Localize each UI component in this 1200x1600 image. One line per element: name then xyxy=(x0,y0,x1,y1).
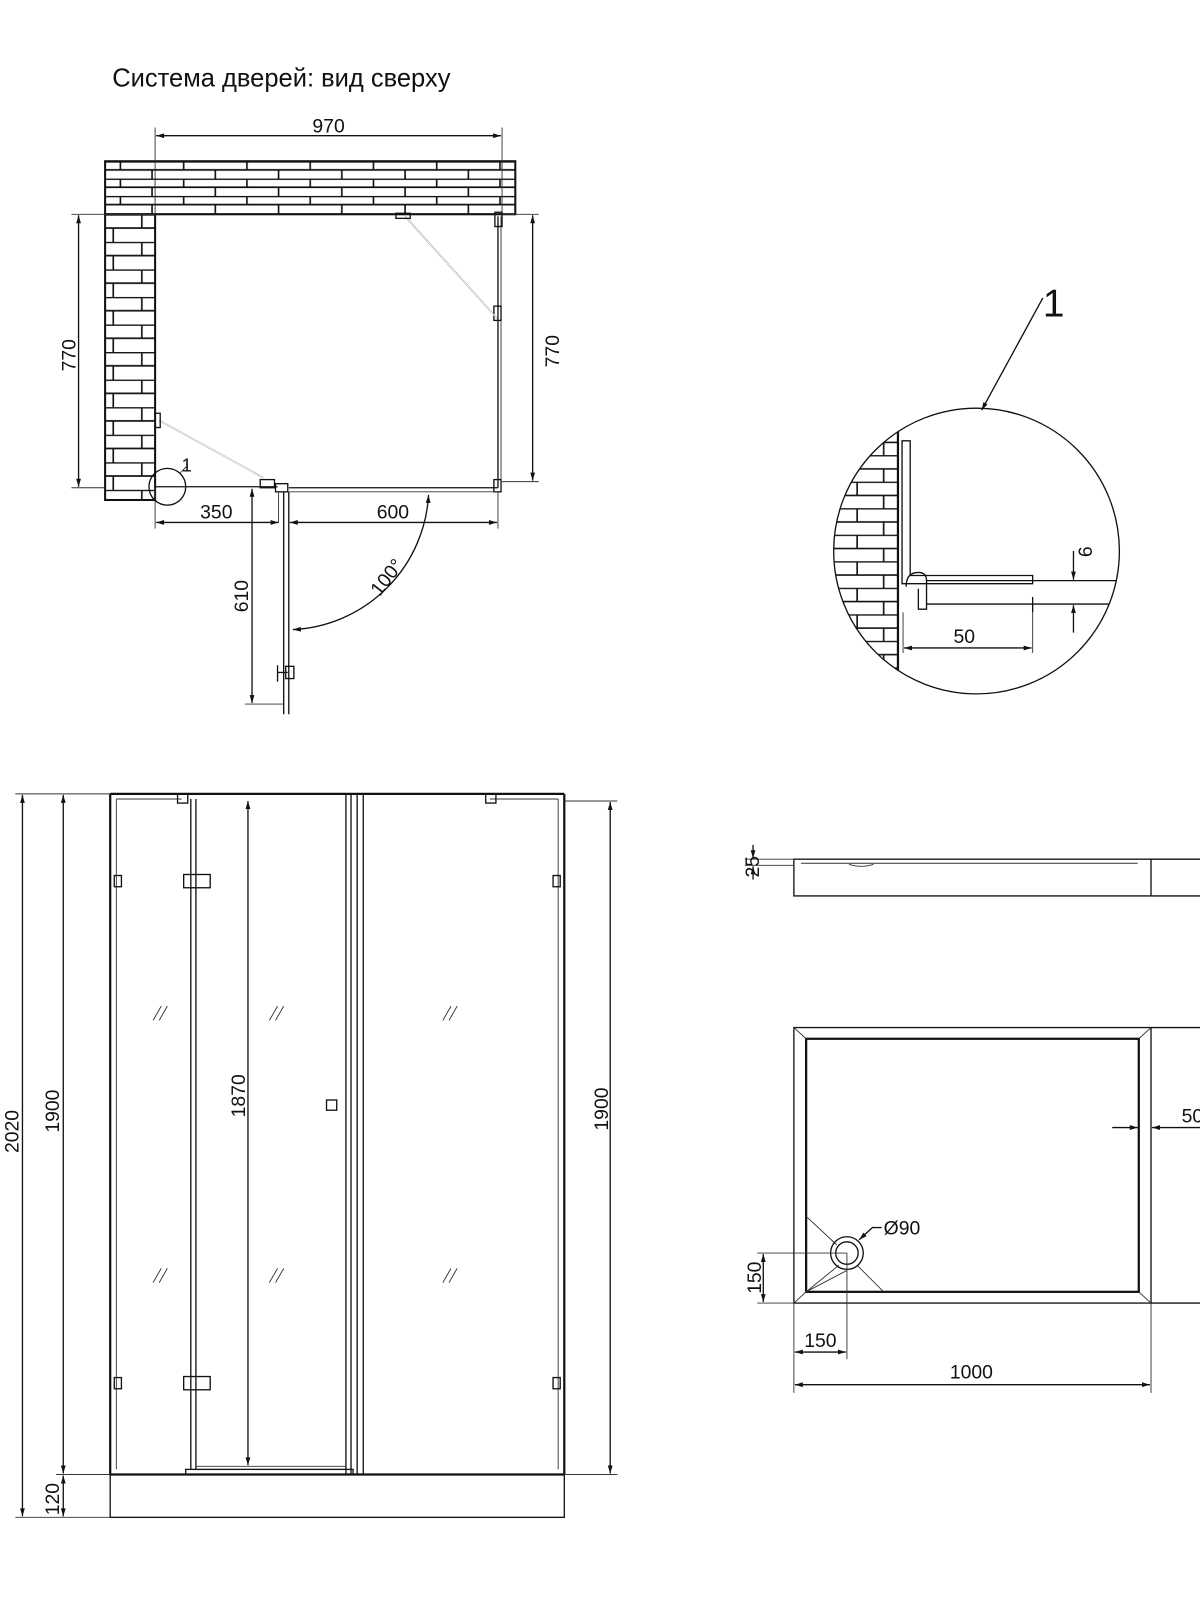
detail-label: 1 xyxy=(1043,282,1065,325)
top-view: Система дверей: вид сверху 970 xyxy=(59,65,564,715)
tray-border-label: 50 xyxy=(1182,1105,1200,1127)
dim-width: 970 xyxy=(154,116,503,215)
door-hinge xyxy=(183,1375,211,1391)
door-hinge xyxy=(183,873,211,889)
dim-total-height-label: 2020 xyxy=(1,1110,23,1153)
detail-callout-circle[interactable] xyxy=(148,467,187,506)
detail-gap-label: 6 xyxy=(1075,546,1097,557)
glass-hatch-marks xyxy=(152,1005,458,1283)
dim-door-height-label: 1870 xyxy=(228,1074,250,1117)
back-wall xyxy=(104,160,517,216)
tray-top-view: Ø90 50 150 150 1000 xyxy=(744,1026,1200,1393)
dim-glass-height-left-label: 1900 xyxy=(42,1089,64,1132)
door-angle-label: 100° xyxy=(366,555,408,600)
door-open-position xyxy=(276,491,295,715)
tray-drain-x-label: 150 xyxy=(804,1330,837,1352)
tray-drain-diameter-label: Ø90 xyxy=(884,1218,921,1240)
dim-fixed-label: 350 xyxy=(200,501,233,523)
dim-left-depth-label: 770 xyxy=(59,339,81,372)
tray-rim-label: 25 xyxy=(742,856,764,878)
dim-door-label: 600 xyxy=(377,501,410,523)
tray-length-label: 1000 xyxy=(950,1362,993,1384)
tray-side-view: 25 xyxy=(742,844,1200,897)
top-view-title: Система дверей: вид сверху xyxy=(112,65,450,93)
detail-callout-label: 1 xyxy=(182,454,192,475)
dim-door-open-label: 610 xyxy=(231,580,253,613)
tray-drain-y-label: 150 xyxy=(744,1261,766,1294)
detail-view: 6 50 1 xyxy=(833,282,1121,695)
door-handle xyxy=(325,1099,338,1111)
dim-glass-height-right-label: 1900 xyxy=(591,1087,613,1130)
front-view: 2020 1900 120 1870 1900 xyxy=(1,792,618,1519)
side-wall xyxy=(104,213,157,502)
dim-base-label: 120 xyxy=(42,1483,64,1516)
shower-base xyxy=(109,1473,565,1519)
dim-right-depth-label: 770 xyxy=(542,335,564,368)
dim-width-label: 970 xyxy=(312,116,345,138)
detail-profile-label: 50 xyxy=(954,626,976,648)
detail-circle xyxy=(833,407,1121,695)
